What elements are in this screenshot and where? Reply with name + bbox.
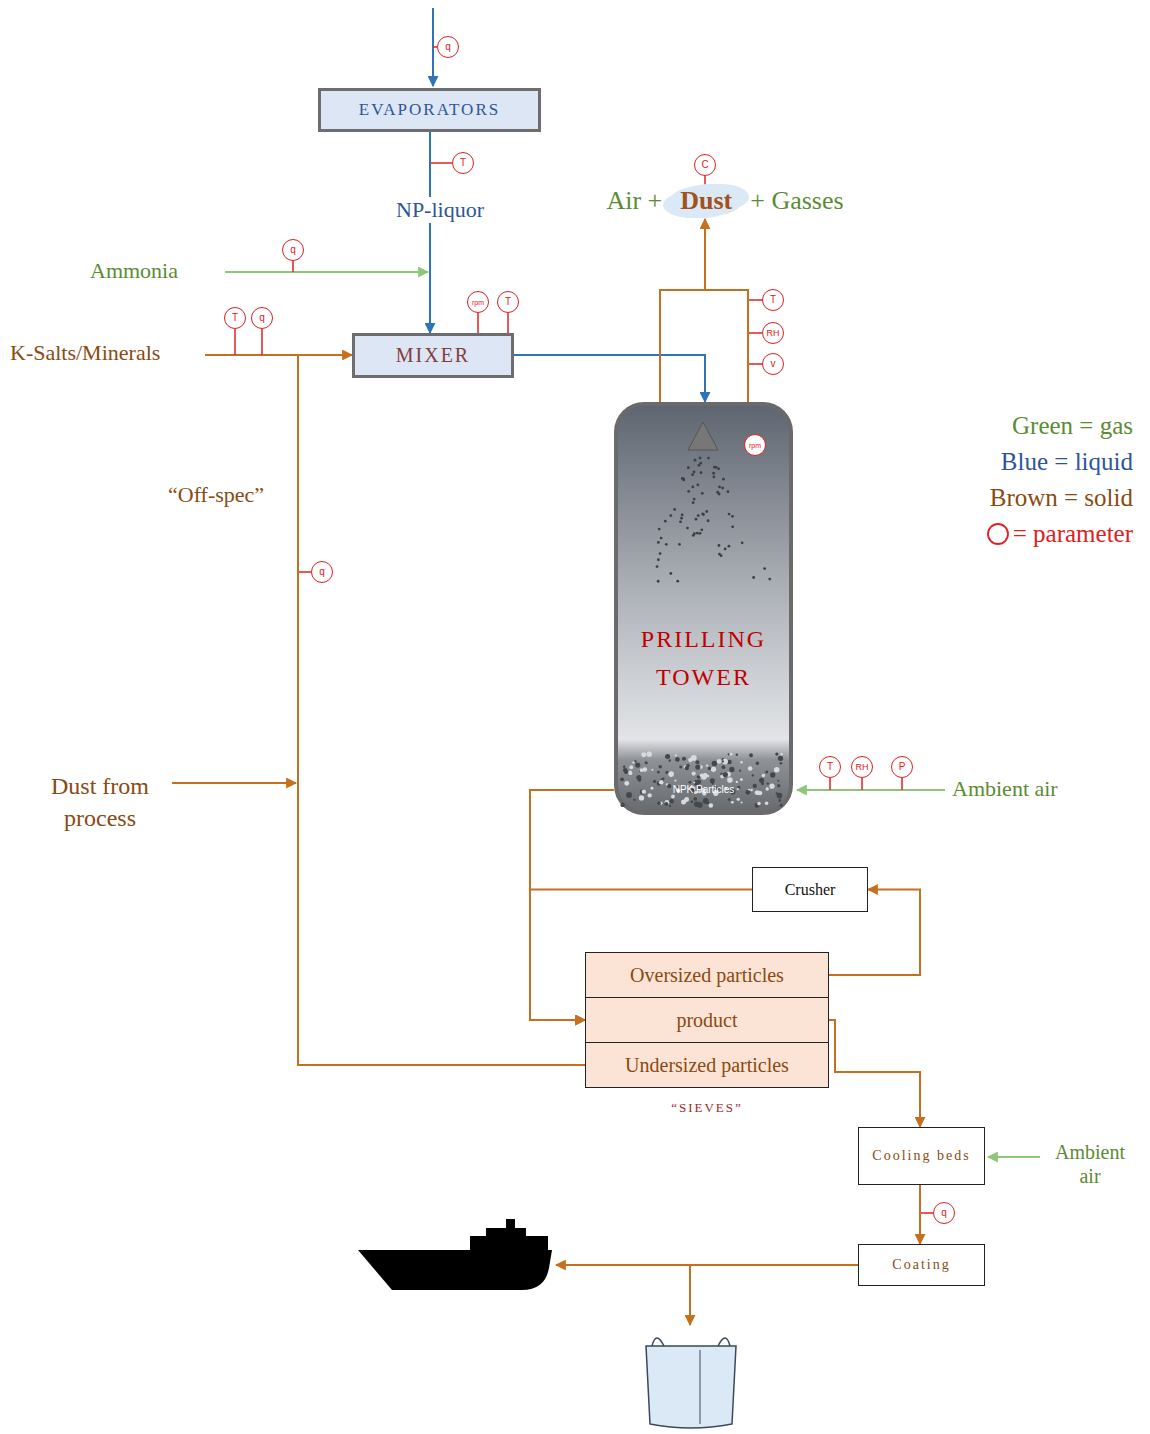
ksalts-line <box>205 354 298 356</box>
ship-icon <box>358 1219 552 1290</box>
stream-label: K-Salts/Minerals <box>10 340 160 366</box>
flow-connector <box>429 132 431 333</box>
parameter-symbol: T <box>232 313 238 323</box>
node-text: NPK Particles <box>673 784 735 795</box>
parameter-symbol: RH <box>856 763 869 772</box>
parameter-symbol: T <box>827 762 833 772</box>
node-text: Undersized particles <box>625 1054 789 1077</box>
parameter-symbol: q <box>941 1208 947 1218</box>
parameter-symbol: q <box>445 42 451 52</box>
node-text: MIXER <box>396 344 470 367</box>
legend-row: Blue = liquid <box>986 444 1133 480</box>
parameter-symbol: C <box>701 160 708 170</box>
parameter-circle: T <box>762 289 784 311</box>
sieve-deck: product <box>585 997 829 1043</box>
legend-text: = parameter <box>1013 520 1133 547</box>
parameter-circle: T <box>452 152 474 174</box>
parameter-circle: rpm <box>467 291 489 313</box>
node-text: EVAPORATORS <box>359 100 500 120</box>
flow-connector <box>660 219 748 402</box>
node-text: + Gasses <box>750 186 843 216</box>
flow-connector <box>514 355 705 402</box>
parameter-symbol: T <box>505 297 511 307</box>
stream-label: Ambient air <box>1045 1140 1135 1188</box>
process-box: Cooling beds <box>858 1127 985 1185</box>
sieve-deck: Undersized particles <box>585 1042 829 1088</box>
parameter-ticks <box>235 47 933 1213</box>
exhaust-cloud: Air + Dust + Gasses <box>560 183 890 219</box>
node-text: Coating <box>892 1256 950 1274</box>
parameter-circle: RH <box>851 756 873 778</box>
node-text: Oversized particles <box>630 964 784 987</box>
parameter-circle: v <box>762 353 784 375</box>
process-box: EVAPORATORS <box>318 88 541 132</box>
flow-connector <box>829 1020 920 1127</box>
parameter-symbol: q <box>259 313 265 323</box>
legend-text: Blue = liquid <box>1001 448 1133 475</box>
stream-label: Dust from process <box>25 770 175 835</box>
flow-connector <box>298 355 585 1065</box>
legend-color: Green = gas <box>1012 412 1133 439</box>
parameter-circle: T <box>819 756 841 778</box>
shipping-line <box>556 1264 858 1266</box>
parameter-symbol: rpm <box>472 299 484 306</box>
sieve-deck: Oversized particles <box>585 952 829 998</box>
bagging-line <box>689 1265 691 1325</box>
parameter-symbol: v <box>771 359 776 369</box>
parameter-circle: P <box>891 756 913 778</box>
parameter-circle: RH <box>762 322 784 344</box>
ambient-air-line <box>797 789 945 791</box>
parameter-symbol: rpm <box>749 442 761 449</box>
parameter-circle: q <box>933 1202 955 1224</box>
legend-row: = parameter <box>986 516 1133 552</box>
parameter-symbol: RH <box>767 329 780 338</box>
node-text: Crusher <box>785 881 836 899</box>
legend: Green = gasBlue = liquidBrown = solid = p… <box>986 408 1133 552</box>
node-text: PRILLING TOWER <box>629 620 779 697</box>
node-text: product <box>676 1009 737 1032</box>
legend-color: Brown = solid <box>990 484 1133 511</box>
stream-label: “Off-spec” <box>168 482 264 508</box>
legend-text: Brown = solid <box>990 484 1133 511</box>
ammonia-line <box>225 271 428 273</box>
parameter-circle: T <box>497 291 519 313</box>
parameter-circle: q <box>311 561 333 583</box>
parameter-circle: q <box>251 307 273 329</box>
tower-body <box>614 402 793 815</box>
parameter-symbol: P <box>899 762 906 772</box>
stream-label: Ambient air <box>952 776 1058 802</box>
node-text: Cooling beds <box>872 1147 970 1165</box>
process-box: Crusher <box>752 867 868 912</box>
stream-label: Ammonia <box>90 258 178 284</box>
prilling-tower: PRILLING TOWER NPK Particles rpm <box>614 402 793 815</box>
parameter-circle: q <box>282 239 304 261</box>
sieve-stack: “SIEVES”Oversized particlesproductUnders… <box>585 952 829 1088</box>
parameter-symbol: q <box>319 567 325 577</box>
legend-circle <box>986 522 1010 546</box>
parameter-circle: C <box>694 154 716 176</box>
parameter-circle: rpm <box>744 434 766 456</box>
flow-connector <box>919 1185 921 1244</box>
parameter-circle: q <box>437 36 459 58</box>
legend-color: Blue = liquid <box>1001 448 1133 475</box>
legend-row: Brown = solid <box>986 480 1133 516</box>
node-text: Dust <box>670 186 742 216</box>
ambient-air-line <box>988 1156 1040 1158</box>
legend-row: Green = gas <box>986 408 1133 444</box>
process-box: Coating <box>858 1244 985 1286</box>
parameter-symbol: T <box>460 158 466 168</box>
legend-text: Green = gas <box>1012 412 1133 439</box>
parameter-circle: T <box>224 307 246 329</box>
dust-return-line <box>172 782 296 784</box>
process-box: MIXER <box>352 333 514 378</box>
bag-icon <box>646 1338 736 1428</box>
stream-label: NP-liquor <box>392 197 488 223</box>
parameter-symbol: T <box>770 295 776 305</box>
parameter-symbol: q <box>290 245 296 255</box>
node-text: Air + <box>606 186 662 216</box>
